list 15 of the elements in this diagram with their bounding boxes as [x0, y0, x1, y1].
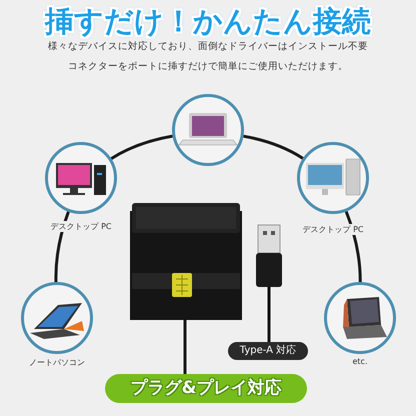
title: 挿すだけ！かんたん接続 [43, 3, 372, 40]
device-caption: etc. [350, 357, 370, 366]
feature-banner: プラグ&プレイ対応 [105, 374, 307, 403]
subtitle-text: コネクターをポートに挿すだけで簡単にご使用いただけます。 [67, 60, 349, 73]
connector-badge: Type-A 対応 [228, 342, 308, 360]
device-caption: デスクトップ PC [300, 224, 366, 235]
device-caption: ノートパソコン [27, 357, 87, 368]
cable [184, 320, 186, 374]
connecting-arc [54, 211, 70, 282]
connecting-arc [243, 134, 304, 160]
connecting-arc [344, 210, 362, 282]
subtitle-text: 様々なデバイスに対応しており、面倒なドライバーはインストール不要 [47, 40, 369, 53]
connecting-arc [110, 134, 173, 160]
cable [268, 320, 270, 342]
device-caption: デスクトップ PC [48, 221, 114, 232]
